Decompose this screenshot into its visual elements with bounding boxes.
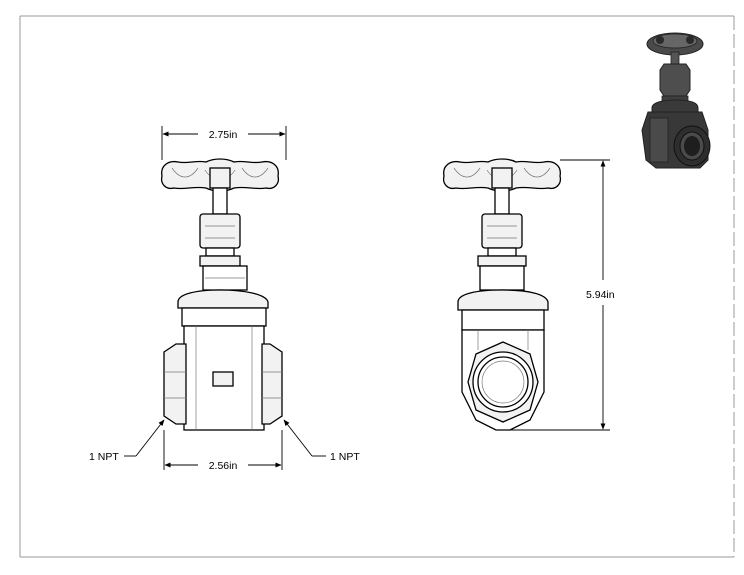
callout-right-npt: 1 NPT <box>283 419 360 463</box>
dimension-bottom-width: 2.56in <box>163 430 283 472</box>
valve-side-view <box>442 158 562 431</box>
right-npt-label: 1 NPT <box>330 451 360 463</box>
top-width-label: 2.75in <box>209 129 238 141</box>
body-front <box>177 289 269 431</box>
handwheel-front <box>160 158 280 215</box>
port-opening-side <box>467 341 539 423</box>
bonnet-side <box>477 213 527 291</box>
left-npt-label: 1 NPT <box>89 451 119 463</box>
dimension-top-width: 2.75in <box>161 126 287 160</box>
dimension-height: 5.94in <box>510 159 615 431</box>
callout-left-npt: 1 NPT <box>89 419 165 463</box>
bottom-width-label: 2.56in <box>209 460 238 472</box>
port-left-front <box>163 343 187 425</box>
valve-isometric-thumbnail <box>641 32 711 169</box>
sheet-border <box>19 15 735 558</box>
height-label: 5.94in <box>586 289 615 301</box>
valve-front-view <box>160 158 283 431</box>
handwheel-side <box>442 158 562 215</box>
bonnet-front <box>199 213 248 291</box>
port-right-front <box>261 343 283 425</box>
